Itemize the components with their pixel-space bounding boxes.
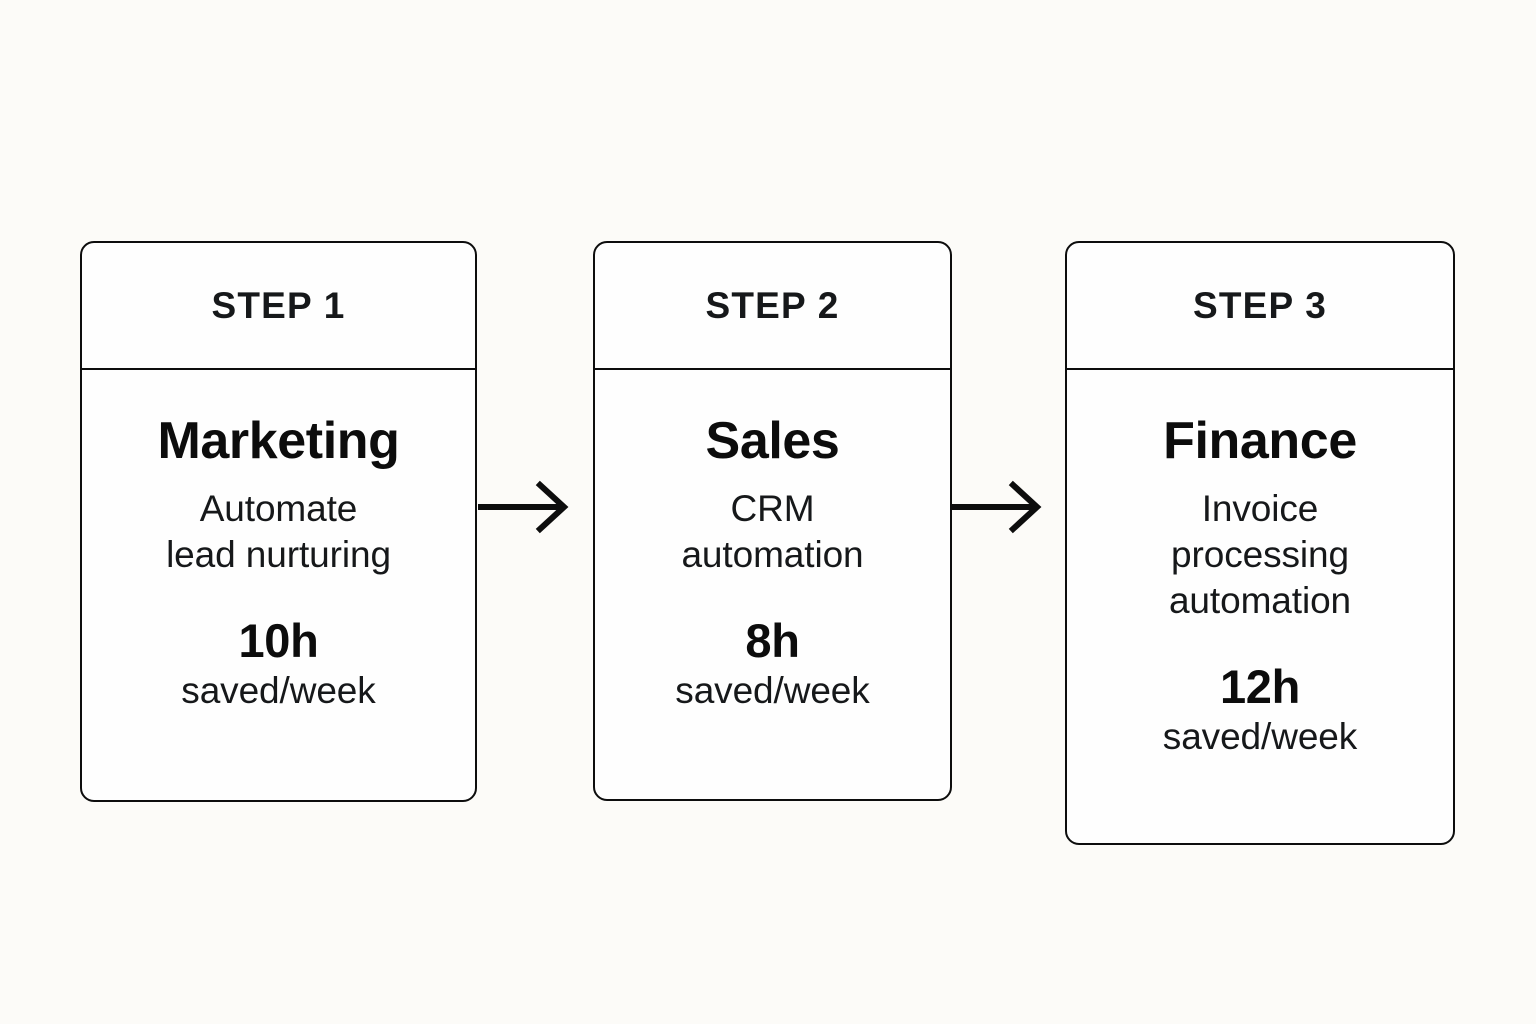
metric-block-3: 12h saved/week bbox=[1162, 659, 1358, 760]
description-line: CRM bbox=[730, 488, 815, 530]
metric-unit-1: saved/week bbox=[181, 670, 376, 712]
flow-connector-1 bbox=[478, 478, 574, 536]
metric-value-1: 10h bbox=[238, 613, 319, 667]
step-label-2: STEP 2 bbox=[705, 285, 840, 326]
department-description-3: Invoice processing automation bbox=[1169, 486, 1351, 624]
metric-unit-2: saved/week bbox=[675, 670, 870, 712]
step-card-1[interactable]: STEP 1 Marketing Automate lead nurturing… bbox=[80, 241, 477, 802]
step-card-3-header: STEP 3 bbox=[1067, 243, 1453, 370]
metric-value-3: 12h bbox=[1219, 659, 1301, 713]
metric-block-2: 8h saved/week bbox=[675, 613, 870, 714]
description-line: lead nurturing bbox=[166, 533, 391, 575]
department-title-2: Sales bbox=[705, 412, 840, 470]
arrow-right-icon bbox=[951, 480, 1042, 534]
description-line: processing bbox=[1171, 533, 1349, 575]
step-label-1: STEP 1 bbox=[211, 285, 346, 326]
description-line: automation bbox=[1168, 579, 1352, 621]
step-label-3: STEP 3 bbox=[1192, 285, 1328, 326]
arrow-right-icon bbox=[478, 480, 569, 534]
step-card-2-body: Sales CRM automation 8h saved/week bbox=[595, 370, 950, 799]
step-card-2-header: STEP 2 bbox=[595, 243, 950, 370]
description-line: Automate bbox=[199, 488, 358, 530]
department-description-1: Automate lead nurturing bbox=[166, 486, 391, 578]
department-title-1: Marketing bbox=[157, 412, 400, 470]
flow-connector-2 bbox=[951, 478, 1047, 536]
step-card-1-header: STEP 1 bbox=[82, 243, 475, 370]
metric-value-2: 8h bbox=[745, 613, 800, 667]
department-description-2: CRM automation bbox=[681, 486, 863, 578]
metric-unit-3: saved/week bbox=[1162, 716, 1358, 758]
step-card-2[interactable]: STEP 2 Sales CRM automation 8h saved/wee… bbox=[593, 241, 952, 801]
step-card-3[interactable]: STEP 3 Finance Invoice processing automa… bbox=[1065, 241, 1455, 845]
description-line: Invoice bbox=[1201, 488, 1319, 530]
step-card-3-body: Finance Invoice processing automation 12… bbox=[1067, 370, 1453, 843]
department-title-3: Finance bbox=[1163, 412, 1357, 470]
metric-block-1: 10h saved/week bbox=[181, 613, 376, 714]
step-card-1-body: Marketing Automate lead nurturing 10h sa… bbox=[82, 370, 475, 800]
description-line: automation bbox=[681, 533, 864, 575]
